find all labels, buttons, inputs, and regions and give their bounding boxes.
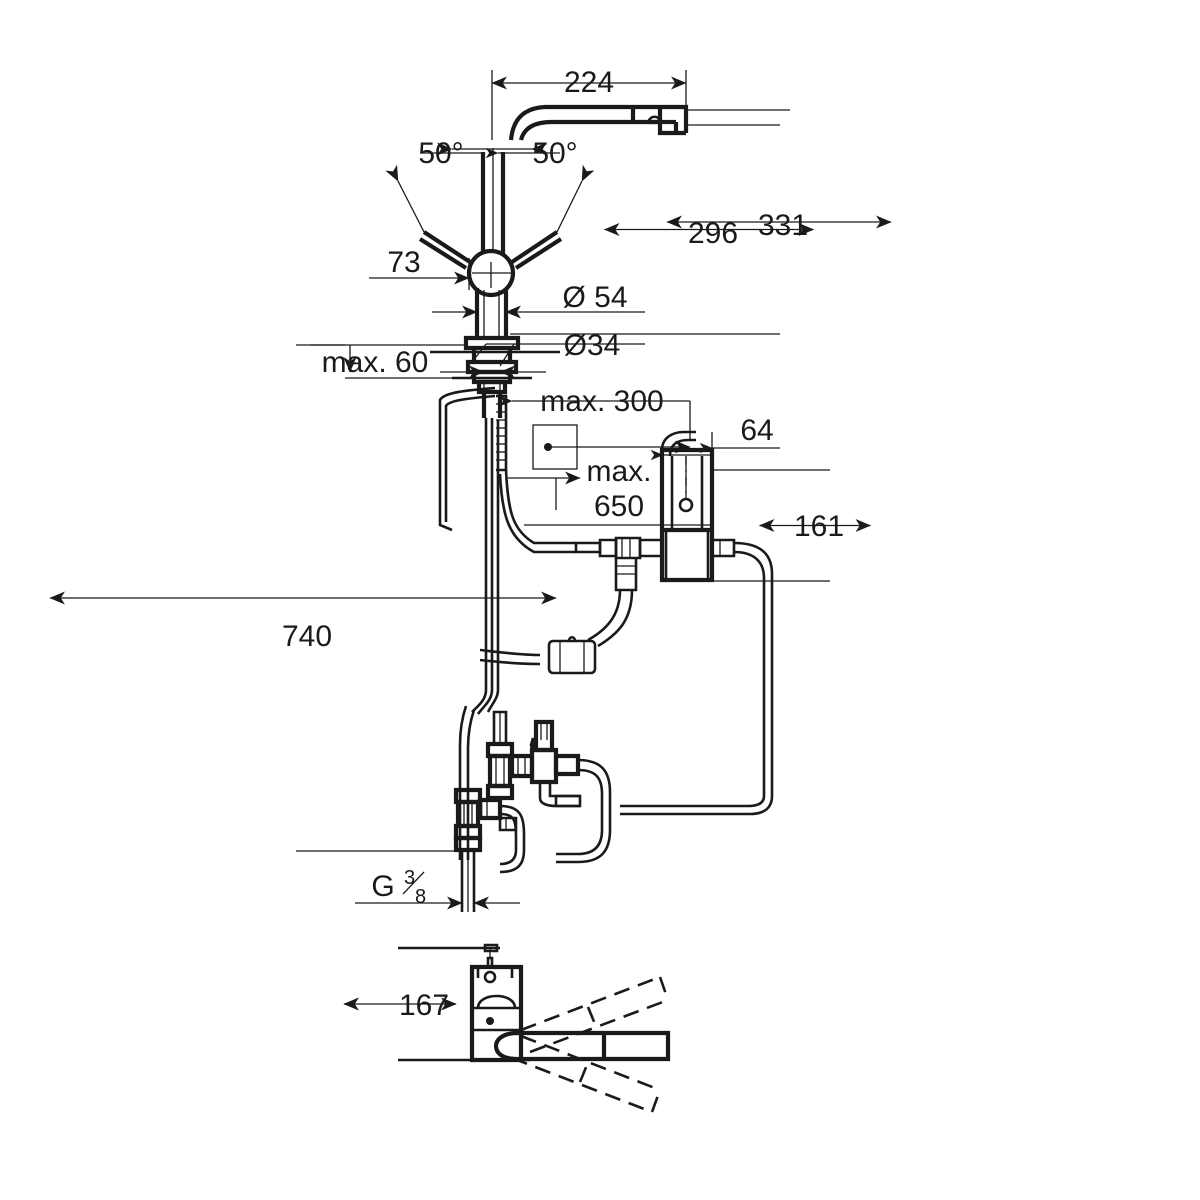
dim-label-max650-line1: max. [586, 455, 651, 488]
swivel-range-upper [520, 975, 670, 1054]
lower-valve-assembly [453, 705, 774, 912]
dimension-d54: Ø 54 [432, 281, 645, 330]
dim-label-max60: max. 60 [322, 346, 429, 379]
dimension-740: 740 [49, 344, 557, 852]
dim-label-224: 224 [564, 66, 614, 99]
dimension-73: 73 [369, 246, 470, 290]
dim-label-max650-line2: 650 [594, 490, 644, 523]
top-view-detail: 167 [343, 943, 671, 1114]
dim-label-d54: Ø 54 [562, 281, 627, 314]
dim-label-161: 161 [794, 510, 844, 543]
dimension-spout-reach: 224 [491, 66, 687, 140]
dim-label-g38-denominator: 8 [415, 886, 426, 908]
dim-label-50-right: 50° [532, 137, 577, 170]
swivel-arms [418, 230, 563, 270]
dim-label-max300: max. 300 [540, 385, 663, 418]
dimension-64: 64 [650, 414, 780, 466]
swivel-range-lower [511, 1034, 662, 1114]
dimension-thread-g38: G 3 8 [355, 867, 520, 910]
dim-label-73: 73 [387, 246, 420, 279]
dimension-331: 331 [666, 109, 892, 242]
dimension-167: 167 [343, 989, 457, 1022]
inline-sensor-box [547, 635, 597, 675]
dim-label-331: 331 [758, 209, 808, 242]
dim-label-g38-numerator: 3 [404, 867, 415, 889]
dim-label-50-left: 50° [418, 137, 463, 170]
dim-label-g38-prefix: G [371, 870, 394, 903]
dim-label-64: 64 [740, 414, 773, 447]
mixer-control-block [574, 430, 774, 790]
dimension-max300: max. 300 [499, 385, 691, 470]
dim-label-167: 167 [399, 989, 449, 1022]
dimension-161: 161 [712, 469, 872, 582]
spout-arm [508, 104, 689, 141]
dim-label-740: 740 [282, 620, 332, 653]
faucet-column [480, 148, 506, 268]
dimension-max650: max. 650 [508, 455, 712, 526]
